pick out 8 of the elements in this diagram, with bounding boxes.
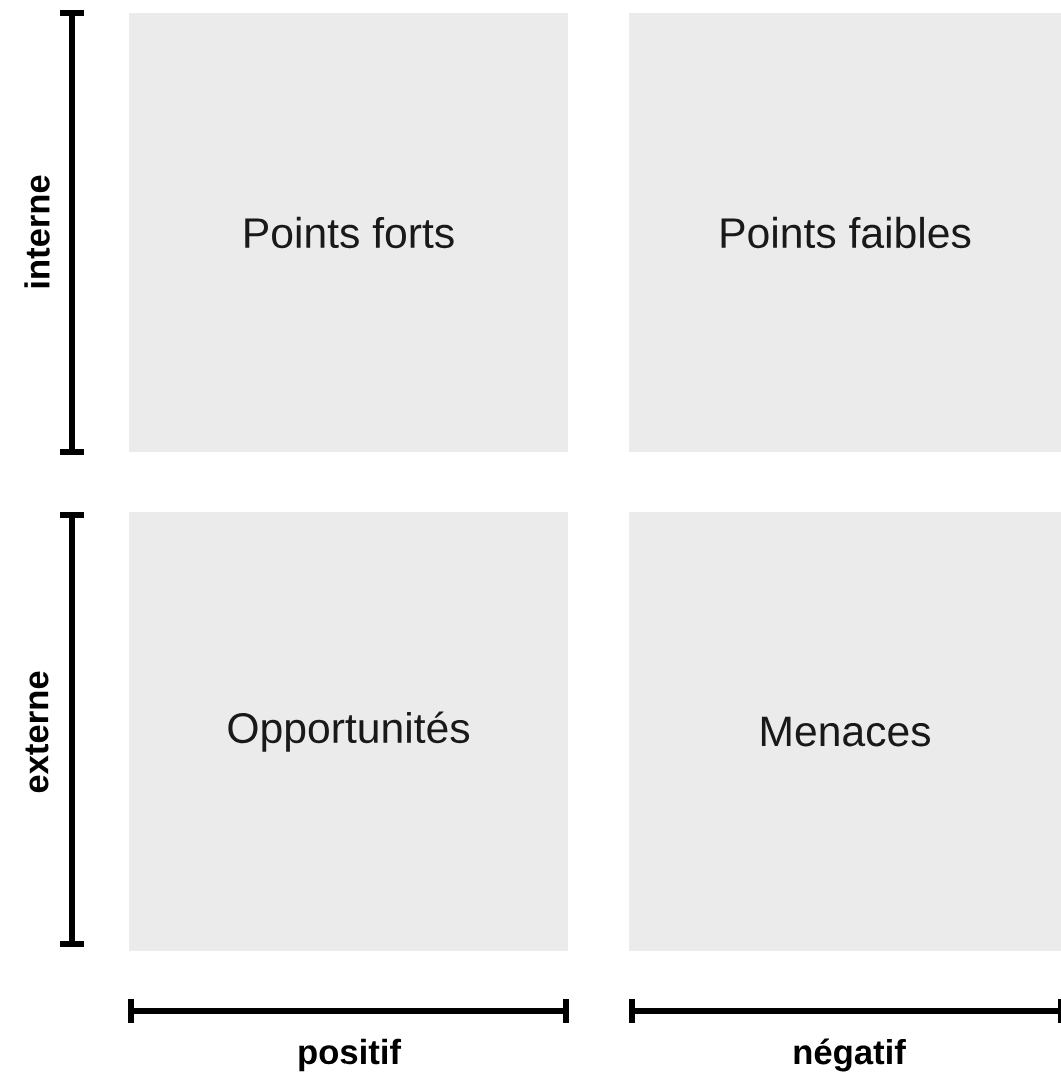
- quadrant-box: Menaces: [629, 512, 1061, 951]
- axis-label: positif: [299, 1038, 402, 1072]
- quadrant-box: Opportunités: [129, 512, 568, 951]
- quadrant-box: Points forts: [129, 13, 568, 452]
- axis-label: externe: [25, 671, 49, 793]
- axis-label: négatif: [794, 1038, 906, 1072]
- quadrant-box: Points faibles: [629, 13, 1061, 452]
- axis-label: interne: [24, 175, 50, 288]
